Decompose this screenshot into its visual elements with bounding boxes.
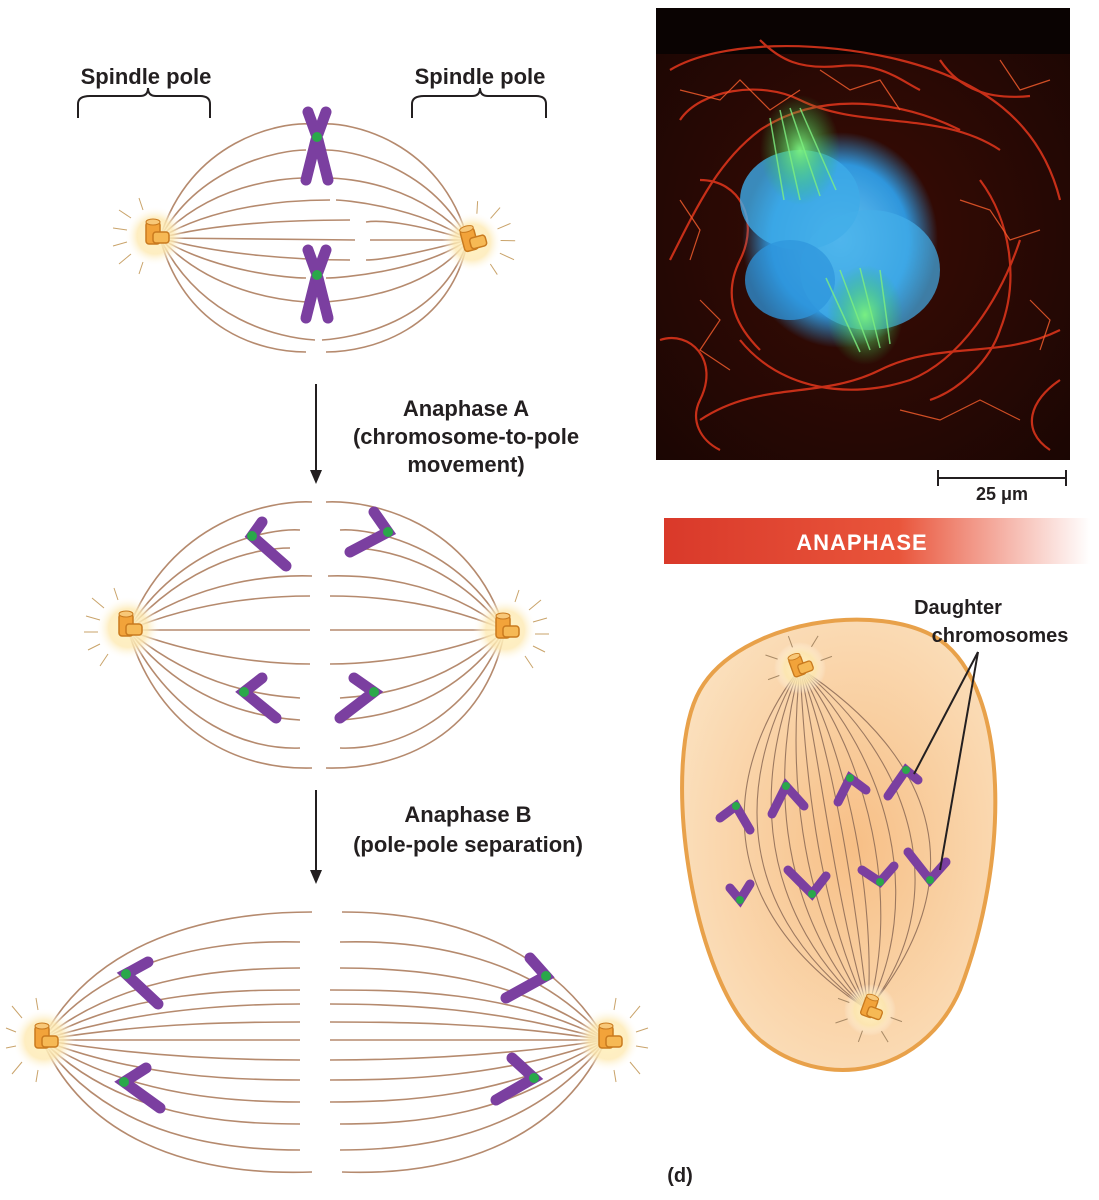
chromosome-icon	[244, 516, 292, 572]
centrosome-a-left	[84, 587, 160, 667]
spindle-fibers-top	[159, 123, 469, 353]
cell-centrosome-bottom	[835, 984, 903, 1043]
centromere	[541, 971, 551, 981]
panel-letter: (d)	[667, 1165, 693, 1187]
anaphase-a-subtitle-1: (chromosome-to-pole	[353, 424, 579, 449]
anaphase-banner	[664, 518, 1090, 564]
centromere	[383, 527, 393, 537]
anaphase-a-title: Anaphase A	[403, 396, 529, 421]
daughter-chromosomes-label-1: Daughter	[914, 597, 1002, 619]
fluorescence-micrograph	[656, 8, 1070, 460]
scale-bar	[937, 470, 1067, 486]
centromere	[239, 687, 249, 697]
centrosome-top-right	[442, 201, 516, 275]
centromere	[312, 270, 322, 280]
centromere	[247, 531, 257, 541]
spindle-diagram-anaphase-b	[5, 911, 649, 1174]
spindle-pole-label-right: Spindle pole	[415, 64, 546, 89]
anaphase-banner-label: ANAPHASE	[796, 530, 927, 555]
down-arrow-icon	[310, 790, 322, 884]
dividing-cell-illustration	[680, 617, 998, 1072]
anaphase-b-title: Anaphase B	[404, 802, 531, 827]
centromere	[121, 969, 131, 979]
centromere	[529, 1073, 539, 1083]
chromosome-icon	[300, 244, 334, 324]
left-pole-bracket	[77, 87, 211, 118]
centromere	[312, 132, 322, 142]
scale-bar-label: 25 μm	[976, 484, 1028, 504]
centromere	[369, 687, 379, 697]
label-leader-lines	[913, 651, 979, 871]
spindle-diagram-top	[77, 87, 547, 353]
down-arrow-icon	[310, 384, 322, 484]
spindle-diagram-anaphase-a	[84, 501, 549, 769]
spindle-stain	[760, 95, 903, 365]
centrosome-b-left	[5, 997, 76, 1083]
centrosome-b-right	[576, 997, 649, 1083]
daughter-chromosomes-label-2: chromosomes	[932, 625, 1069, 647]
chromosome-icon	[116, 956, 164, 1010]
centromere	[119, 1077, 129, 1087]
anaphase-b-subtitle: (pole-pole separation)	[353, 832, 583, 857]
chromosome-icon	[300, 106, 334, 186]
anaphase-a-subtitle-2: movement)	[407, 452, 524, 477]
centrosome-top-left	[112, 197, 185, 275]
right-pole-bracket	[411, 87, 547, 118]
centrosome-a-right	[473, 589, 549, 669]
cell-centrosome-top	[765, 635, 833, 694]
spindle-pole-label-left: Spindle pole	[81, 64, 212, 89]
